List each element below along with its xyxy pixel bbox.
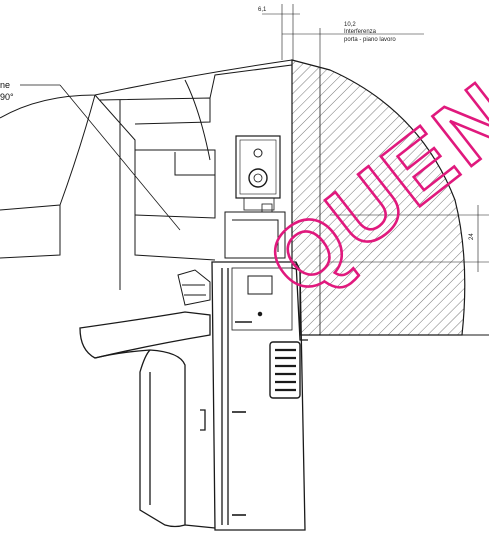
left-label-line1: ne [0,80,10,90]
dim-top-small: 6,1 [258,7,267,13]
countertop-section [291,59,489,336]
top-dimensions: 6,1 10,2 Interferenza porta - piano lavo… [258,4,424,70]
dispenser-arm [79,311,216,529]
left-label: ne 90° [0,80,181,231]
vent-grille [269,341,301,399]
dim-interference-line2: porta - piano lavoro [344,37,396,43]
door-outline [0,59,293,290]
speaker-small-circle [253,148,263,158]
left-label-leader-diag [59,84,181,231]
appliance-body [211,261,308,531]
right-dimension: 24 [330,205,489,272]
hatched-wall [291,59,466,336]
speaker-module [235,135,281,213]
dim-interference-line1: Interferenza [344,29,377,35]
left-label-line2: 90° [0,92,14,102]
top-slot [247,275,273,295]
dim-interference-value: 10,2 [344,22,356,28]
speaker-large-circle [248,168,268,188]
mount-bracket [177,211,286,306]
dim-right-vertical: 24 [469,233,475,240]
